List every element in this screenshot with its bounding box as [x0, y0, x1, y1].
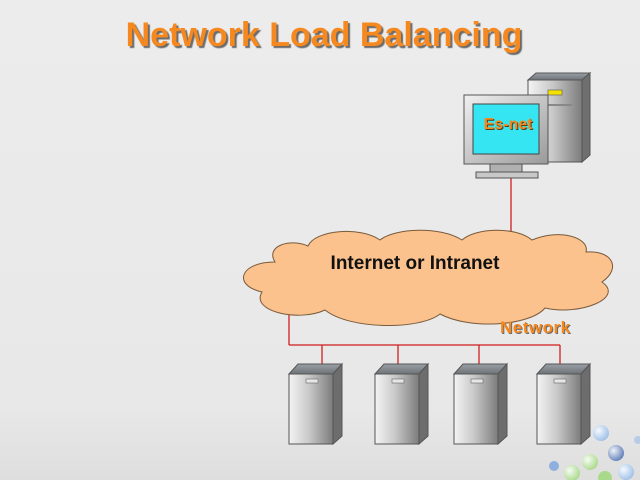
server-icon — [535, 362, 592, 446]
slide-title: Network Load Balancing — [125, 16, 523, 54]
server-icon — [373, 362, 430, 446]
monitor-screen — [472, 103, 540, 155]
workstation-icon — [463, 71, 592, 179]
internet-cloud-icon — [243, 229, 614, 326]
network-links — [288, 178, 561, 366]
workstation-label: Es-net — [483, 116, 533, 133]
server-icon — [287, 362, 344, 446]
network-label: Network — [500, 318, 571, 337]
decorative-dots-icon — [549, 425, 640, 480]
server-icon — [452, 362, 509, 446]
cloud-label: Internet or Intranet — [330, 253, 500, 274]
